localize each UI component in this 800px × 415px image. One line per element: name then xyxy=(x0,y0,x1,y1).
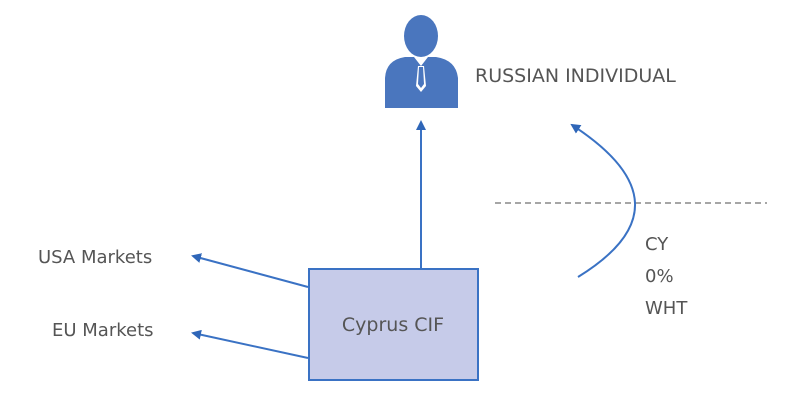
eu-markets-label: EU Markets xyxy=(52,320,154,341)
cyprus-cif-box xyxy=(308,268,479,381)
entity-label: Cyprus CIF xyxy=(342,314,444,336)
usa-markets-label: USA Markets xyxy=(38,247,152,268)
tax-note-line-3: WHT xyxy=(645,298,688,319)
tax-note-line-1: CY xyxy=(645,234,669,255)
person-icon xyxy=(385,15,458,108)
tax-note-line-2: 0% xyxy=(645,266,674,287)
person-label: RUSSIAN INDIVIDUAL xyxy=(475,65,676,87)
arrow-usa-markets xyxy=(191,253,309,288)
curved-arrow-dividend xyxy=(570,123,636,278)
arrow-eu-markets xyxy=(191,329,309,359)
